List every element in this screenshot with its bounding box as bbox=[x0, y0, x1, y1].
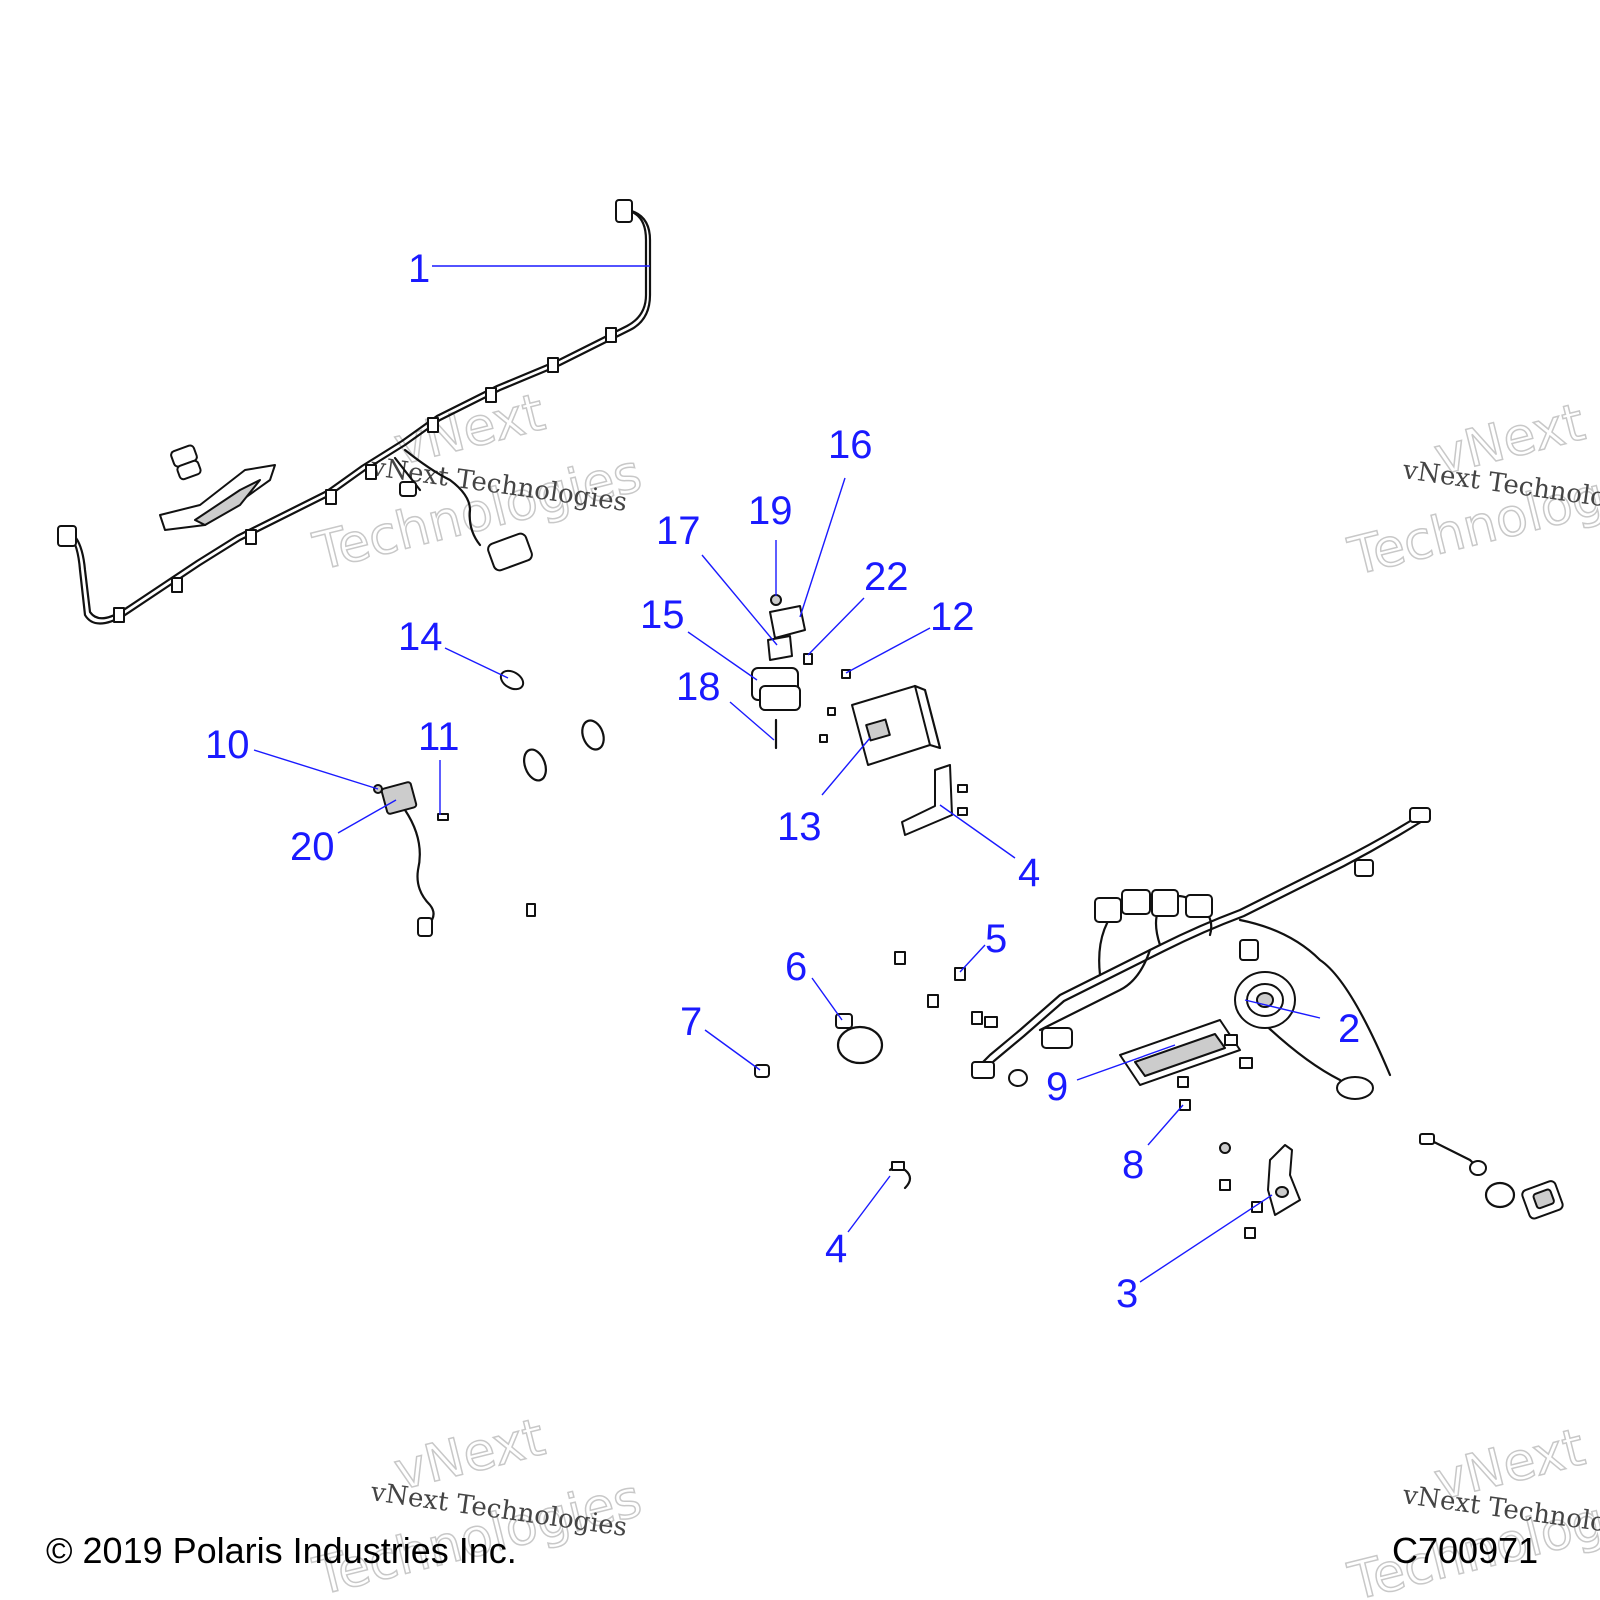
part-11-screw bbox=[437, 813, 449, 821]
power-outlet bbox=[1419, 1133, 1564, 1220]
part-19-nut bbox=[770, 594, 782, 606]
connector-icon bbox=[176, 459, 202, 481]
connector-icon bbox=[1409, 807, 1431, 823]
part-22-screw bbox=[803, 653, 813, 665]
part-4-bracket-upper bbox=[901, 764, 968, 836]
connector-icon bbox=[399, 481, 417, 497]
callout-11: 11 bbox=[418, 715, 460, 759]
callout-1: 1 bbox=[408, 247, 430, 291]
connector-icon bbox=[1354, 859, 1374, 877]
callout-9: 9 bbox=[1046, 1065, 1068, 1109]
callout-12: 12 bbox=[930, 595, 975, 639]
callout-4-upper: 4 bbox=[1018, 851, 1040, 895]
connector-icon bbox=[1185, 894, 1213, 918]
connector-icon bbox=[1419, 1133, 1435, 1145]
connector-icon bbox=[1151, 889, 1179, 917]
callout-6: 6 bbox=[785, 945, 807, 989]
watermark-top-center: vNext Technologies vNext Technologies bbox=[307, 382, 648, 584]
callout-13: 13 bbox=[777, 805, 822, 849]
callout-18: 18 bbox=[676, 665, 721, 709]
screw-icon bbox=[526, 903, 536, 917]
part-3-bracket bbox=[1219, 1142, 1301, 1239]
callout-7: 7 bbox=[680, 1000, 702, 1044]
callout-20: 20 bbox=[290, 825, 335, 869]
callout-14: 14 bbox=[398, 615, 443, 659]
loop-clamps bbox=[523, 719, 605, 782]
connector-icon bbox=[1121, 889, 1151, 915]
callout-19: 19 bbox=[748, 489, 793, 533]
watermark-bottom-right: vNext Technologies vNext Technologies bbox=[1342, 1417, 1600, 1600]
watermark-top-right: vNext Technologies vNext Technologies bbox=[1342, 392, 1600, 589]
part-13-ecu bbox=[819, 684, 942, 766]
part-20-sensor bbox=[373, 781, 536, 937]
callout-leaders bbox=[253, 265, 1321, 1283]
callout-8: 8 bbox=[1122, 1143, 1144, 1187]
part-5-screws bbox=[894, 951, 998, 1028]
connector-icon bbox=[57, 525, 77, 547]
part-16-bracket bbox=[769, 605, 806, 639]
part-6-clamp bbox=[835, 1013, 884, 1065]
callout-10: 10 bbox=[205, 723, 250, 767]
part-8-screw bbox=[1179, 1099, 1191, 1111]
callout-16: 16 bbox=[828, 423, 873, 467]
callout-2: 2 bbox=[1338, 1007, 1360, 1051]
harness-clips bbox=[113, 327, 617, 623]
diagram-code: C700971 bbox=[1392, 1530, 1539, 1571]
bracket-shield bbox=[159, 444, 276, 531]
callout-5: 5 bbox=[985, 917, 1007, 961]
connector-icon bbox=[971, 1061, 995, 1079]
part-12-screw bbox=[841, 669, 851, 679]
part-9-fuse-block bbox=[1119, 1019, 1253, 1088]
callout-22: 22 bbox=[864, 555, 909, 599]
connector-icon bbox=[1094, 897, 1122, 923]
copyright-text: © 2019 Polaris Industries Inc. bbox=[46, 1530, 517, 1571]
part-14-clamp bbox=[499, 669, 525, 691]
connector-icon bbox=[1239, 939, 1259, 961]
callout-15: 15 bbox=[640, 593, 685, 637]
connector-icon bbox=[1041, 1027, 1073, 1049]
connector-icon bbox=[615, 199, 633, 223]
part-2-main-harness bbox=[971, 807, 1431, 1100]
connector-icon bbox=[487, 532, 533, 572]
part-1-harness bbox=[57, 199, 652, 625]
callout-3: 3 bbox=[1116, 1272, 1138, 1316]
callout-labels: 1 2 3 4 4 5 6 7 8 9 10 11 12 13 14 15 16… bbox=[205, 247, 1360, 1316]
callout-4-lower: 4 bbox=[825, 1227, 847, 1271]
part-7-clip bbox=[754, 1064, 770, 1078]
connector-icon bbox=[417, 917, 433, 937]
relay-bracket-assembly bbox=[751, 594, 851, 750]
callout-17: 17 bbox=[656, 509, 701, 553]
